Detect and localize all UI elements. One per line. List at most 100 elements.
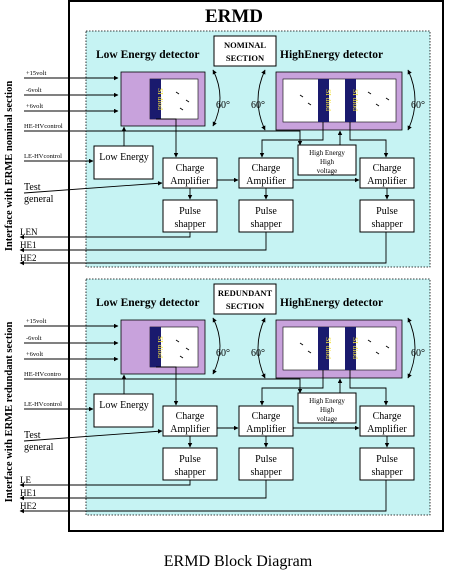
si-diode-chip [318, 79, 329, 122]
connector-line [19, 232, 191, 240]
pulse-shapper-high2-label: shapper [371, 219, 403, 230]
charge-amplifier-low [162, 405, 218, 437]
connector-line [349, 122, 389, 158]
high-voltage-box-label: High [320, 406, 335, 414]
particle-mark [299, 94, 304, 98]
charge-amplifier-high2-label: Charge [373, 411, 402, 422]
angle-label: 60° [411, 348, 425, 359]
he-hv-control-label: HE-HVcontrol [24, 123, 63, 130]
charge-amplifier-high2-label: Charge [373, 163, 402, 174]
pulse-shapper-low [162, 199, 218, 233]
high-voltage-box-label: High Energy [309, 397, 345, 405]
section-label-box [213, 283, 277, 315]
particle-mark [367, 339, 372, 343]
particle-mark [375, 103, 380, 107]
particle-mark [185, 99, 190, 103]
pulse-shapper-high1-label: shapper [250, 219, 282, 230]
output-label: HE1 [20, 488, 37, 498]
section-label-line2: SECTION [226, 301, 265, 311]
high-voltage-box-label: voltage [317, 415, 338, 423]
pulse-shapper-high2-label: Pulse [376, 454, 398, 465]
charge-amplifier-high1 [238, 157, 294, 189]
low-energy-box [93, 393, 154, 428]
charge-amplifier-high1-label: Amplifier [246, 176, 286, 187]
power-input-label: +15volt [26, 318, 46, 325]
charge-amplifier-low-label: Charge [176, 411, 205, 422]
si-diode-chip [345, 79, 356, 122]
pulse-shapper-low-label: shapper [174, 467, 206, 478]
angle-label: 60° [216, 348, 230, 359]
low-energy-box-label: Low Energy [99, 152, 149, 163]
fov-arc [212, 69, 221, 127]
pulse-shapper-high2 [359, 199, 415, 233]
section-label-line2: SECTION [226, 53, 265, 63]
output-label: HE2 [20, 501, 37, 511]
particle-mark [375, 351, 380, 355]
test-general-label: Test [24, 182, 41, 193]
particle-mark [175, 339, 180, 343]
high-voltage-box-label: High Energy [309, 149, 345, 157]
pulse-shapper-high2 [359, 447, 415, 481]
pulse-shapper-low-label: Pulse [179, 206, 201, 217]
fov-arc [212, 317, 221, 375]
fov-arc [257, 317, 266, 379]
he-hv-control-label: HE-HVcontro [24, 371, 61, 378]
test-general-label: general [24, 442, 54, 453]
particle-mark [367, 91, 372, 95]
low-energy-box [93, 145, 154, 180]
si-diode-chip [318, 327, 329, 370]
side-label-nominal: Interface with ERME nominal section [4, 81, 15, 251]
si-diode-label: SI diod [351, 337, 360, 359]
charge-amplifier-high1-label: Amplifier [246, 424, 286, 435]
high-voltage-box [297, 144, 357, 176]
connector-line [156, 118, 179, 158]
diagram-title: ERMD [205, 6, 263, 27]
connector-line [349, 370, 389, 406]
connector-line [23, 181, 163, 194]
output-label: LE [20, 475, 31, 485]
charge-amplifier-low [162, 157, 218, 189]
low-energy-detector-label: Low Energy detector [96, 297, 199, 309]
particle-mark [307, 350, 312, 354]
fov-arc [257, 69, 266, 131]
power-input-label: +6volt [26, 103, 43, 110]
si-diode-label: SI diod [324, 89, 333, 111]
si-diode-label: SI diod [351, 89, 360, 111]
angle-label: 60° [251, 100, 265, 111]
connector-line [19, 232, 267, 253]
pulse-shapper-high1-label: Pulse [255, 206, 277, 217]
si-diode-chip [345, 327, 356, 370]
charge-amplifier-low-label: Amplifier [170, 424, 210, 435]
high-energy-detector-label: HighEnergy detector [280, 49, 383, 61]
section-label-line1: REDUNDANT [218, 288, 273, 298]
charge-amplifier-low-label: Amplifier [170, 176, 210, 187]
particle-mark [385, 97, 390, 101]
fov-arc [407, 317, 416, 379]
charge-amplifier-high1 [238, 405, 294, 437]
particle-mark [385, 345, 390, 349]
connector-line [19, 232, 387, 266]
low-energy-detector-label: Low Energy detector [96, 49, 199, 61]
power-input-label: +15volt [26, 70, 46, 77]
connector-line [23, 429, 163, 442]
power-input-label: -6volt [26, 335, 42, 342]
detector-cavity [282, 78, 397, 123]
pulse-shapper-high2-label: Pulse [376, 206, 398, 217]
fov-arc [407, 69, 416, 131]
output-label: HE1 [20, 240, 37, 250]
particle-mark [185, 347, 190, 351]
pulse-shapper-low-label: Pulse [179, 454, 201, 465]
output-label: HE2 [20, 253, 37, 263]
charge-amplifier-low-label: Charge [176, 163, 205, 174]
high-voltage-box-label: High [320, 158, 335, 166]
pulse-shapper-high1 [238, 447, 294, 481]
power-input-label: -6volt [26, 87, 42, 94]
charge-amplifier-high1-label: Charge [252, 163, 281, 174]
si-diode-label: SI diod [324, 337, 333, 359]
output-label: LEN [20, 227, 38, 237]
charge-amplifier-high2 [359, 157, 415, 189]
power-input-label: +6volt [26, 351, 43, 358]
si-diode-label: SI diod [156, 336, 165, 358]
